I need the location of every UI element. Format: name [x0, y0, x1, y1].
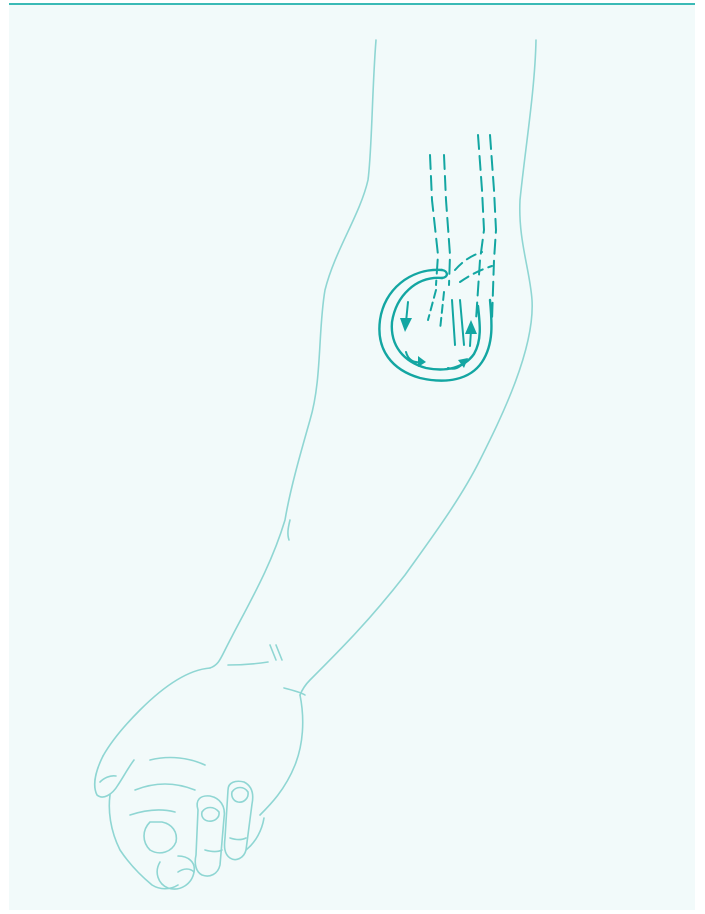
- panel-background: [9, 3, 695, 910]
